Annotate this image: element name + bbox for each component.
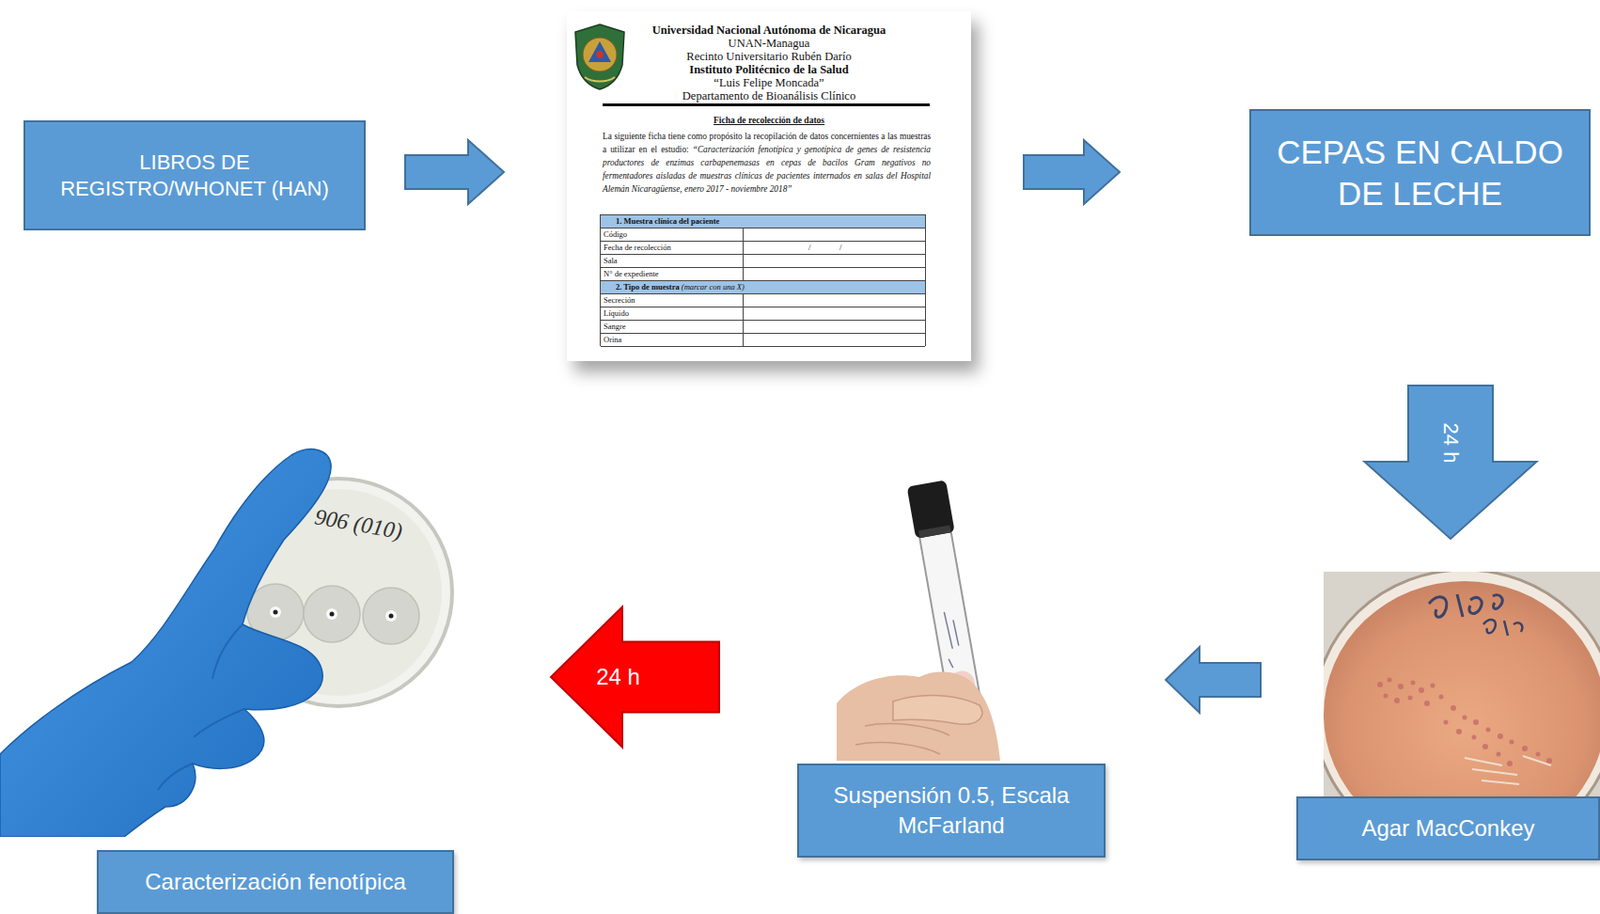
- agar-plate-photo: [1323, 571, 1600, 797]
- step-label-box: Agar MacConkey: [1296, 796, 1600, 861]
- step-label-box: Caracterización fenotípica: [96, 849, 455, 914]
- form-heading: Departamento de Bioanálisis Clínico: [637, 89, 901, 103]
- table-row: Líquido: [600, 307, 926, 321]
- block-arrow: [550, 607, 720, 748]
- data-form: Universidad Nacional Autónoma de Nicarag…: [566, 11, 972, 361]
- university-crest: [571, 22, 628, 91]
- box-text-group: LIBROS DE REGISTRO/WHONET (HAN): [36, 149, 353, 202]
- test-tube-photo: [836, 479, 1062, 761]
- table-cell: Fecha de recolección: [600, 242, 672, 252]
- table-cell: Código: [600, 229, 628, 239]
- edge-label: 24 h: [1438, 422, 1463, 463]
- block-arrow: [1364, 385, 1538, 539]
- table-header-row: 1. Muestra clínica del paciente: [600, 215, 926, 229]
- table-heading-note: (marcar con una X): [681, 282, 745, 292]
- box-label: CEPAS EN CALDO DE LECHE: [1262, 131, 1578, 215]
- table-cell: Secreción: [600, 295, 636, 305]
- process-box: CEPAS EN CALDO DE LECHE: [1249, 109, 1591, 236]
- box-text-group: Agar MacConkey: [1361, 813, 1535, 844]
- table-divider: [742, 320, 744, 333]
- table-divider: [742, 307, 744, 320]
- table-row: Orina: [600, 333, 926, 347]
- process-step: Caracterización fenotípica: [0, 443, 455, 914]
- table-cell: Líquido: [600, 308, 629, 318]
- step-label-box: Suspensión 0.5, Escala McFarland: [797, 763, 1106, 858]
- table-row: Código: [600, 228, 926, 242]
- table-row: Secreción: [600, 294, 926, 308]
- table-cell: N° de expediente: [600, 268, 659, 279]
- table-cell: Sangre: [600, 321, 627, 331]
- block-arrow: [1023, 140, 1120, 204]
- table-cell: Sala: [600, 255, 618, 266]
- box-text-group: Caracterización fenotípica: [144, 866, 406, 897]
- table-row: Fecha de recolección / /: [600, 241, 926, 255]
- process-step: Suspensión 0.5, Escala McFarland: [797, 479, 1106, 858]
- process-step: Agar MacConkey: [1296, 571, 1600, 861]
- table-divider: [742, 241, 744, 254]
- table-divider: [742, 333, 744, 346]
- gloved-hand-plate-photo: [0, 443, 455, 837]
- form-heading: “Luis Felipe Moncada”: [637, 76, 901, 90]
- date-separator: /: [839, 241, 842, 254]
- table-heading: 2. Tipo de muestra: [600, 282, 680, 292]
- form-heading: UNAN-Managua: [637, 36, 901, 50]
- process-box: LIBROS DE REGISTRO/WHONET (HAN): [23, 120, 366, 231]
- table-divider: [742, 228, 744, 241]
- form-table: 1. Muestra clínica del pacienteCódigoFec…: [599, 214, 926, 346]
- form-rule: [602, 103, 930, 107]
- form-heading: Instituto Politécnico de la Salud: [637, 62, 901, 77]
- table-heading: 1. Muestra clínica del paciente: [600, 216, 720, 226]
- table-cell: Orina: [600, 334, 622, 345]
- form-paragraph: La siguiente ficha tiene como propósito …: [602, 129, 931, 196]
- box-text-group: Suspensión 0.5, Escala McFarland: [808, 780, 1095, 842]
- form-heading: Recinto Universitario Rubén Darío: [637, 49, 901, 63]
- table-divider: [742, 267, 744, 281]
- form-title: Ficha de recolección de datos: [566, 114, 972, 126]
- step-label: Suspensión 0.5, Escala McFarland: [808, 780, 1095, 842]
- block-arrow: [405, 140, 504, 204]
- box-text-group: CEPAS EN CALDO DE LECHE: [1262, 131, 1578, 215]
- table-header-row: 2. Tipo de muestra (marcar con una X): [600, 281, 926, 295]
- box-label: LIBROS DE REGISTRO/WHONET (HAN): [36, 149, 353, 202]
- table-row: N° de expediente: [600, 267, 926, 282]
- step-label: Agar MacConkey: [1361, 813, 1535, 844]
- date-separator: /: [808, 241, 811, 254]
- form-heading: Universidad Nacional Autónoma de Nicarag…: [637, 23, 901, 37]
- block-arrow: [1165, 646, 1261, 713]
- edge-label: 24 h: [596, 663, 641, 691]
- table-row: Sangre: [600, 320, 926, 334]
- table-divider: [742, 294, 744, 307]
- step-label: Caracterización fenotípica: [144, 866, 406, 897]
- table-divider: [742, 254, 744, 267]
- table-row: Sala: [600, 254, 926, 268]
